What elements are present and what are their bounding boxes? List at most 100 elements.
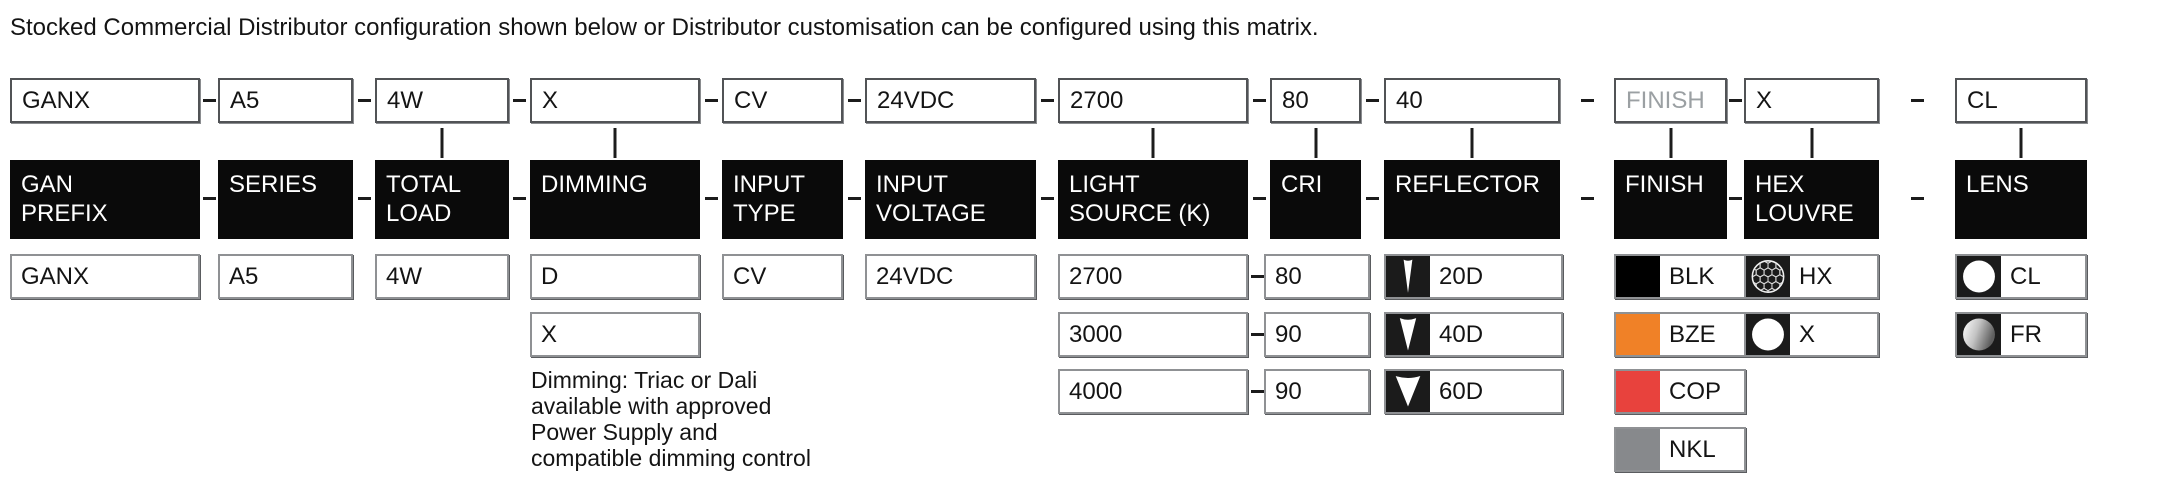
option-dimming-d: D <box>530 254 700 299</box>
beam-20d-icon <box>1386 256 1430 297</box>
config-code-total-load: 4W <box>375 78 509 123</box>
header-label: DIMMING <box>541 171 648 198</box>
connector-dash <box>202 99 216 102</box>
option-reflector-40d: 40D <box>1384 312 1563 357</box>
config-code-input-voltage: 24VDC <box>865 78 1036 123</box>
option-label: 90 <box>1275 377 1302 405</box>
finish-swatch-bze <box>1616 314 1660 355</box>
connector-dash <box>1366 197 1379 200</box>
finish-swatch-nkl <box>1616 429 1660 470</box>
config-code-finish: FINISH <box>1614 78 1727 123</box>
header-reflector: REFLECTOR <box>1384 160 1560 239</box>
connector-dash <box>513 197 526 200</box>
header-label: TOTAL <box>386 171 462 198</box>
option-label: 80 <box>1275 262 1302 290</box>
option-connector-dash <box>1251 274 1264 278</box>
dimming-note-line: available with approved <box>531 393 772 419</box>
header-label: CRI <box>1281 171 1323 198</box>
connector-dash <box>847 99 861 102</box>
connector-tick <box>613 128 617 158</box>
connector-tick <box>1470 128 1474 158</box>
option-dimming-x: X <box>530 312 700 357</box>
option-label: 40D <box>1439 320 1484 348</box>
option-cri-80: 80 <box>1264 254 1370 299</box>
config-code-input-type: CV <box>722 78 843 123</box>
option-label: FR <box>2010 320 2042 348</box>
connector-dash <box>357 197 371 200</box>
connector-dash <box>704 99 718 102</box>
option-gan-prefix-ganx: GANX <box>10 254 200 299</box>
frosted-circle-icon <box>1957 314 2001 355</box>
option-finish-cop: COP <box>1614 369 1746 414</box>
option-light-source-4000: 4000 <box>1058 369 1264 414</box>
config-code-reflector: 40 <box>1384 78 1560 123</box>
option-label: CL <box>2010 262 2041 290</box>
finish-swatch-cop <box>1616 371 1660 412</box>
header-label: LOUVRE <box>1755 200 1854 227</box>
config-code-gan-prefix: GANX <box>10 78 200 123</box>
connector-dash <box>1040 197 1054 200</box>
option-connector-dash <box>1251 389 1264 393</box>
option-lens-fr: FR <box>1955 312 2087 357</box>
option-cri-90: 90 <box>1264 312 1370 357</box>
option-label: A5 <box>229 262 259 290</box>
option-finish-nkl: NKL <box>1614 427 1746 472</box>
connector-dash <box>513 99 526 102</box>
connector-dash <box>202 197 216 200</box>
connector-tick <box>1314 128 1317 158</box>
option-light-source-2700: 2700 <box>1058 254 1264 299</box>
header-label: LOAD <box>386 200 452 227</box>
option-label: GANX <box>21 262 90 290</box>
header-label: INPUT <box>876 171 948 198</box>
option-finish-bze: BZE <box>1614 312 1746 357</box>
connector-tick <box>440 128 444 158</box>
dimming-note-line: Dimming: Triac or Dali <box>531 367 758 393</box>
connector-tick <box>1669 128 1672 158</box>
connector-dash <box>1580 197 1594 200</box>
option-label: COP <box>1669 377 1722 405</box>
header-series: SERIES <box>218 160 353 239</box>
option-label: NKL <box>1669 435 1716 463</box>
option-label: 90 <box>1275 320 1302 348</box>
connector-tick <box>1810 128 1813 158</box>
header-label: VOLTAGE <box>876 200 986 227</box>
connector-dash <box>1040 99 1054 102</box>
config-code-series: A5 <box>218 78 353 123</box>
header-cri: CRI <box>1270 160 1361 239</box>
option-label: 60D <box>1439 377 1484 405</box>
connector-tick <box>2019 128 2023 158</box>
option-label: BZE <box>1669 320 1716 348</box>
connector-dash <box>1910 197 1924 200</box>
option-connector-dash <box>1251 332 1264 336</box>
option-label: X <box>541 320 558 348</box>
header-label: GAN <box>21 171 74 198</box>
option-finish-blk: BLK <box>1614 254 1746 299</box>
beam-40d-icon <box>1386 314 1430 355</box>
finish-swatch-blk <box>1616 256 1660 297</box>
connector-dash <box>1729 99 1742 102</box>
header-lens: LENS <box>1955 160 2087 239</box>
option-label: HX <box>1799 262 1833 290</box>
connector-dash <box>1366 99 1379 102</box>
option-label: 20D <box>1439 262 1484 290</box>
option-cri-90: 90 <box>1264 369 1370 414</box>
option-light-source-3000: 3000 <box>1058 312 1264 357</box>
option-hex-louvre-x: X <box>1744 312 1879 357</box>
option-label: X <box>1799 320 1816 348</box>
connector-dash <box>1252 197 1266 200</box>
hex-mesh-icon <box>1746 256 1790 297</box>
connector-tick <box>1151 128 1155 158</box>
config-code-cri: 80 <box>1270 78 1361 123</box>
